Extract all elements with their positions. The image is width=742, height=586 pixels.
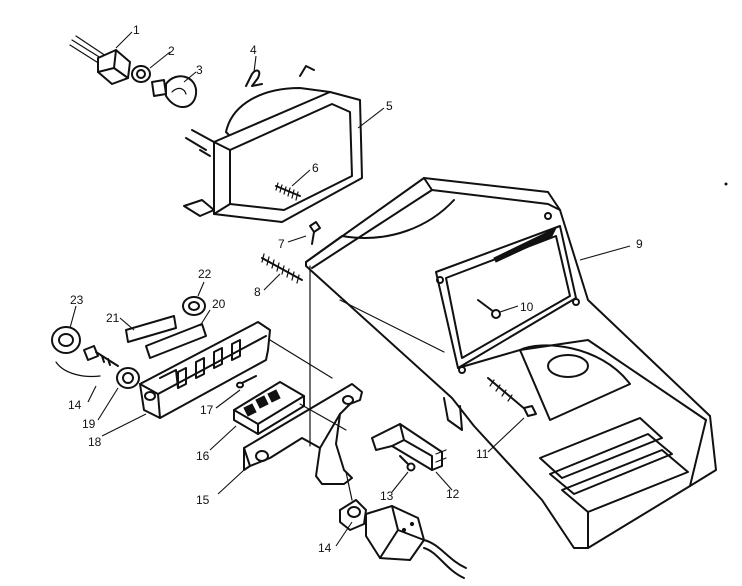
ignition-key-part	[83, 345, 119, 367]
console-part	[305, 177, 717, 549]
grommet-part	[182, 296, 206, 316]
screw-part-10	[477, 299, 501, 319]
callout-23: 23	[70, 293, 84, 307]
decal-strip-part	[145, 323, 207, 359]
callout-12: 12	[446, 487, 460, 501]
callout-2: 2	[168, 44, 175, 58]
callout-4: 4	[250, 43, 257, 57]
label-part	[125, 315, 177, 343]
callout-22: 22	[198, 267, 212, 281]
switch-part	[233, 381, 305, 435]
headlight-housing-part	[183, 87, 363, 223]
callout-10: 10	[520, 300, 534, 314]
callout-21: 21	[106, 311, 120, 325]
bulb-socket-part	[69, 35, 131, 85]
callout-5: 5	[386, 99, 393, 113]
callout-14-lower: 14	[318, 541, 332, 555]
callout-3: 3	[196, 63, 203, 77]
spring-clip-part	[245, 65, 315, 87]
key-cap-part	[51, 326, 81, 354]
socket-with-wire-part	[339, 499, 467, 579]
leader-lines	[69, 31, 631, 547]
ignition-bezel-part	[116, 367, 140, 389]
callout-6: 6	[312, 161, 319, 175]
callout-13: 13	[380, 489, 394, 503]
callout-14-key: 14	[68, 398, 82, 412]
callout-1: 1	[133, 23, 140, 37]
callout-16: 16	[196, 449, 210, 463]
assembly-guide-lines	[55, 182, 728, 501]
callout-11: 11	[476, 447, 489, 461]
callout-8: 8	[254, 285, 261, 299]
callout-18: 18	[88, 435, 102, 449]
callout-labels: 1 2 3 4 5 6 7 8 9 10 11 12 13 14 14 15 1…	[68, 23, 643, 555]
retaining-ring-part	[131, 65, 151, 83]
spring-part	[261, 253, 303, 284]
callout-9: 9	[636, 237, 643, 251]
connector-plug-part	[371, 423, 447, 471]
bolt-part	[487, 377, 537, 417]
callout-15: 15	[196, 493, 210, 507]
switch-panel-part	[139, 321, 271, 419]
callout-7: 7	[278, 237, 285, 251]
callout-17: 17	[200, 403, 214, 417]
bulb-part	[151, 75, 198, 108]
callout-20: 20	[212, 297, 226, 311]
pin-part	[236, 375, 257, 389]
adjuster-spring-part	[275, 182, 301, 201]
callout-19: 19	[82, 417, 96, 431]
small-screw-part	[399, 455, 416, 472]
screw-part	[309, 221, 321, 245]
